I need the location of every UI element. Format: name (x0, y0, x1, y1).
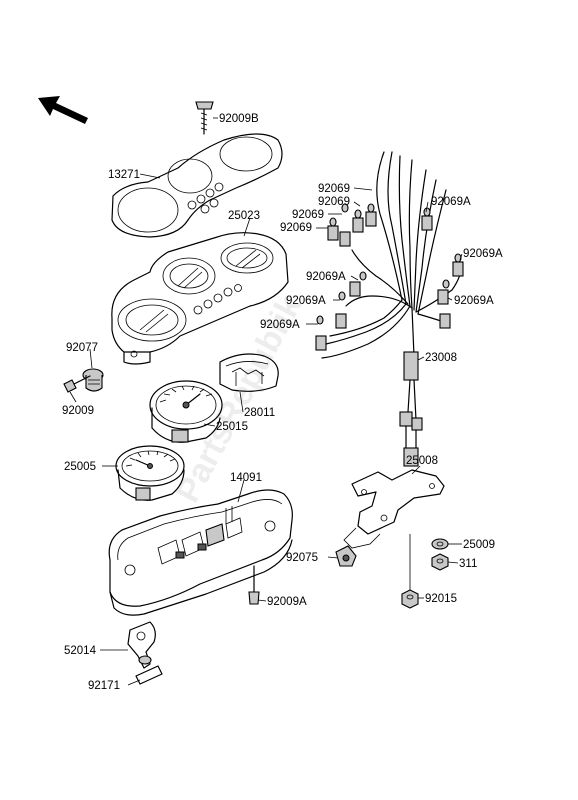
callout-label: 92077 (66, 342, 98, 354)
callout-label: 92069 (318, 196, 350, 208)
meter-cover-13271-part (111, 133, 283, 238)
callout-label: 92069A (260, 319, 300, 331)
callout-label: 92015 (425, 593, 457, 605)
callout-label: 25008 (406, 455, 438, 467)
upper-housing-25023-part (111, 232, 289, 365)
meter-unit-28011-part (219, 353, 279, 392)
bracket-52014-part (127, 621, 156, 669)
leader-lines (69, 117, 463, 686)
clamp-92171-part (135, 665, 163, 685)
callout-labels: 92009B 13271 25023 92077 92009 28011 250… (62, 113, 503, 692)
callout-label: 28011 (244, 407, 275, 419)
damper-92075-part (335, 545, 357, 567)
callout-label: 92009A (267, 596, 307, 608)
washer-25009-part (431, 538, 449, 550)
meter-25015-part (149, 380, 223, 443)
callout-label: 92069A (431, 196, 471, 208)
screw-92009A-part (248, 565, 260, 605)
callout-label: 25015 (216, 421, 248, 433)
callout-label: 92009B (219, 113, 259, 125)
callout-label: 92171 (88, 680, 120, 692)
callout-label: 23008 (425, 352, 457, 364)
callout-label: 92069 (280, 222, 312, 234)
nut-311-part (431, 553, 449, 571)
lower-case-14091-part (108, 489, 293, 616)
front-arrow-icon (38, 96, 88, 124)
callout-label: 92069A (463, 248, 503, 260)
bracket-25008-part (343, 469, 445, 549)
screw-92009B-part (195, 101, 214, 135)
callout-label: 25023 (228, 210, 260, 222)
meter-25005-part (115, 445, 185, 501)
screw-92009-part (63, 375, 91, 393)
callout-label: 92009 (62, 405, 94, 417)
callout-label: 52014 (64, 645, 97, 657)
callout-label: 92069 (292, 209, 324, 221)
nut-92015-part (401, 589, 419, 609)
callout-label: 13271 (108, 169, 140, 181)
callout-label: 92069A (286, 295, 326, 307)
callout-label: 92069A (306, 271, 346, 283)
callout-label: 92075 (286, 552, 318, 564)
callout-label: 92069A (454, 295, 494, 307)
bulb-sockets-92069-part (315, 203, 464, 351)
callout-label: 25009 (463, 539, 495, 551)
callout-label: 25005 (64, 461, 96, 473)
callout-label: 92069 (318, 183, 350, 195)
callout-label: 14091 (230, 472, 262, 484)
grommet-92077-part (82, 368, 104, 392)
callout-label: 311 (459, 558, 477, 570)
